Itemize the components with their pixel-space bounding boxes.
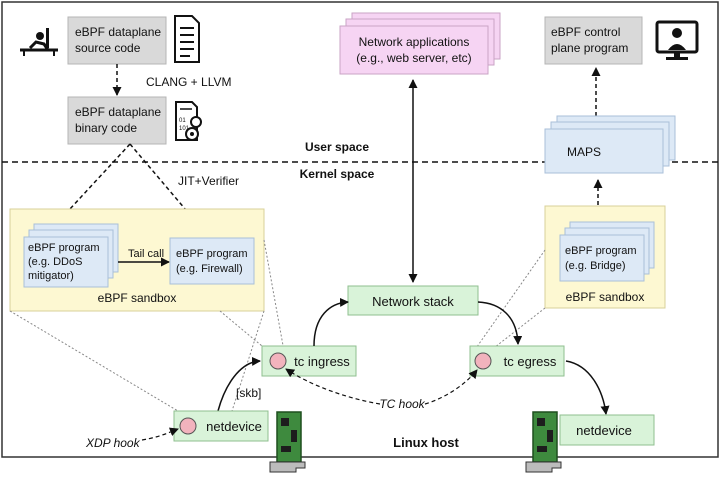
tc-hook-arrow-ingress (285, 368, 381, 405)
control-plane-line1: eBPF control (551, 25, 620, 39)
user-space-label: User space (305, 140, 369, 154)
netdevice-right-box (559, 414, 655, 446)
binary-code-line2: binary code (75, 121, 137, 135)
netdevice-right-label: netdevice (576, 423, 632, 438)
xdp-hook-arrow (141, 427, 179, 441)
skb-label: [skb] (236, 386, 261, 400)
network-card-icon-left (269, 411, 306, 473)
sandbox-right-label: eBPF sandbox (566, 290, 645, 304)
linux-host-label: Linux host (393, 435, 459, 450)
netdevice-to-ingress-arrow (217, 356, 261, 412)
ingress-to-stack-arrow (313, 297, 349, 347)
bridge-line1: eBPF program (565, 245, 637, 257)
ddos-line2: (e.g. DDoS (28, 256, 82, 268)
xdp-hook-point (179, 417, 197, 435)
network-stack-label: Network stack (372, 294, 454, 309)
firewall-program-box (169, 237, 255, 285)
binary-gears-icon: 01 101 (175, 101, 202, 141)
bridge-program-box (559, 234, 645, 282)
netapps-line1: Network applications (359, 35, 470, 49)
ddos-line1: eBPF program (28, 242, 100, 254)
firewall-line1: eBPF program (176, 248, 248, 260)
source-code-box (67, 16, 167, 65)
tc-egress-hook-point (474, 352, 492, 370)
kernel-space-label: Kernel space (300, 167, 375, 181)
network-applications-box (339, 25, 489, 75)
ddos-line3: mitigator) (28, 270, 74, 282)
stack-to-egress-arrow (477, 301, 523, 345)
firewall-line2: (e.g. Firewall) (176, 263, 243, 275)
jit-label: JIT+Verifier (178, 174, 239, 188)
tc-egress-label: tc egress (504, 354, 557, 369)
tc-hook-label: TC hook (379, 397, 425, 411)
binary-code-line1: eBPF dataplane (75, 105, 161, 119)
bridge-line2: (e.g. Bridge) (565, 260, 626, 272)
person-at-desk-icon (20, 28, 58, 56)
egress-to-netdevice-arrow (565, 360, 610, 415)
control-plane-line2: plane program (551, 41, 628, 55)
netdevice-left-label: netdevice (206, 419, 262, 434)
document-icon (174, 15, 200, 63)
tc-hook-arrow-egress (424, 369, 478, 405)
xdp-hook-label: XDP hook (85, 436, 141, 450)
source-code-line1: eBPF dataplane (75, 25, 161, 39)
binary-code-box (67, 96, 167, 145)
ddos-program-box (23, 236, 109, 288)
clang-label: CLANG + LLVM (146, 75, 231, 89)
maps-label: MAPS (567, 145, 601, 159)
tc-ingress-label: tc ingress (294, 354, 350, 369)
linux-host-frame (1, 1, 719, 458)
source-code-line2: source code (75, 41, 141, 55)
maps-box (544, 128, 664, 174)
svg-text:101: 101 (179, 126, 190, 132)
control-plane-box (544, 16, 643, 65)
tc-ingress-hook-point (269, 352, 287, 370)
svg-text:01: 01 (179, 118, 186, 124)
user-monitor-icon (655, 20, 699, 60)
zoom-guide-lines (9, 239, 546, 412)
tail-call-label: Tail call (128, 248, 164, 260)
network-card-icon-right (525, 411, 562, 473)
sandbox-left-label: eBPF sandbox (98, 291, 177, 305)
netapps-line2: (e.g., web server, etc) (356, 51, 471, 65)
